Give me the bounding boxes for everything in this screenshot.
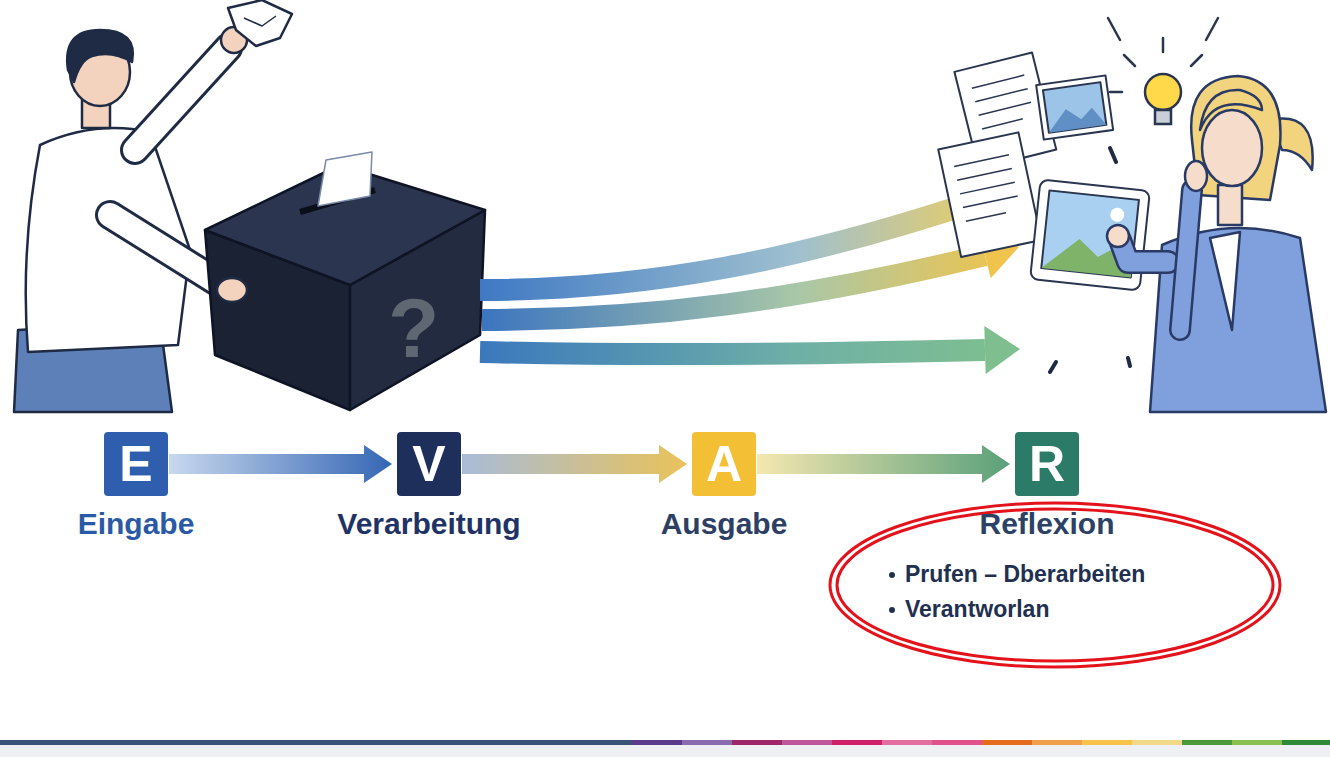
step-letter: E [119,439,152,489]
step-box: AAusgabe [692,432,756,496]
step-box: RReflexion [1015,432,1079,496]
step-letter: R [1029,439,1065,489]
bullet-text: Verantworlan [905,596,1049,624]
bullet-text: Prufen – Dberarbeiten [905,561,1145,589]
sparkle-marks [1050,148,1130,372]
black-box [205,152,485,410]
step-letter: A [706,439,742,489]
flow-arrow [169,445,392,483]
step-heading: Verarbeitung [337,506,520,542]
bullet-dot [889,607,895,613]
step-heading: Ausgabe [661,506,788,542]
question-mark: ? [388,286,436,370]
flow-arrow [462,445,687,483]
bullet-dot [889,572,895,578]
highlight-ellipse [830,503,1280,667]
step-box: EEingabe [104,432,168,496]
output-arrows [480,177,1020,374]
flow-arrow [757,445,1010,483]
step-letter: V [412,439,445,489]
woman-figure [1107,76,1326,412]
step-heading: Eingabe [78,506,195,542]
man-hand [217,278,247,302]
footer-band [0,740,1330,757]
step-box: VVerarbeitung [397,432,461,496]
step-heading: Reflexion [979,506,1114,542]
